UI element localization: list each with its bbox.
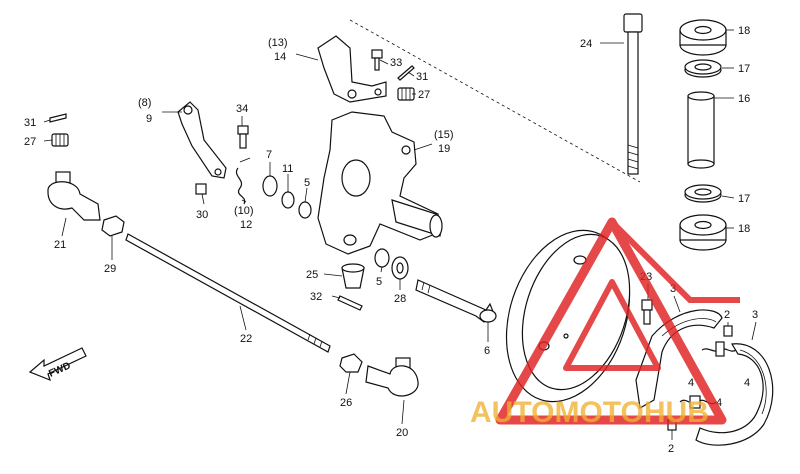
cotter-pin-31-left bbox=[49, 113, 67, 123]
label-6: 6 bbox=[484, 345, 490, 357]
castle-nut-27-left bbox=[51, 133, 69, 147]
label-27-left: 27 bbox=[24, 136, 36, 148]
bolt-24 bbox=[623, 13, 643, 175]
brake-arm-9 bbox=[177, 101, 227, 179]
label-24: 24 bbox=[580, 38, 592, 50]
label-17-bottom: 17 bbox=[738, 193, 750, 205]
label-13: (13) bbox=[268, 37, 288, 49]
label-7: 7 bbox=[266, 149, 272, 161]
brake-cam-6 bbox=[415, 279, 497, 323]
bolt-33 bbox=[371, 49, 383, 71]
tie-rod-end-21 bbox=[47, 171, 101, 221]
label-15: (15) bbox=[434, 129, 454, 141]
label-32: 32 bbox=[310, 291, 322, 303]
shoe-spring-upper bbox=[701, 341, 737, 357]
label-4-right: 4 bbox=[744, 377, 750, 389]
label-14: 14 bbox=[274, 51, 286, 63]
brake-shoe-left bbox=[635, 309, 723, 409]
label-8: (8) bbox=[138, 97, 151, 109]
brake-shoe-right bbox=[695, 343, 774, 446]
bushing-25 bbox=[341, 263, 365, 289]
cotter-pin-31-top bbox=[397, 65, 415, 81]
castle-nut-27-top bbox=[397, 87, 415, 101]
callout-labels: (13) 14 33 31 27 24 18 17 16 (8) 9 34 31… bbox=[24, 25, 758, 455]
pin-2-upper bbox=[723, 325, 733, 337]
label-4-lower: 4 bbox=[716, 397, 722, 409]
nut-30 bbox=[195, 183, 207, 195]
tie-rod-22 bbox=[125, 233, 331, 353]
washer-7 bbox=[262, 175, 278, 197]
spring-12 bbox=[236, 157, 251, 205]
label-31-left: 31 bbox=[24, 117, 36, 129]
label-17-top: 17 bbox=[738, 63, 750, 75]
bushing-18-top bbox=[679, 19, 727, 56]
label-18-bottom: 18 bbox=[738, 223, 750, 235]
steering-knuckle-19 bbox=[317, 111, 443, 255]
washer-28-hole bbox=[396, 262, 404, 274]
label-28: 28 bbox=[394, 293, 406, 305]
pin-32 bbox=[337, 295, 363, 311]
label-31-top: 31 bbox=[416, 71, 428, 83]
label-16: 16 bbox=[738, 93, 750, 105]
washer-5-upper bbox=[298, 201, 312, 219]
label-2-upper: 2 bbox=[724, 309, 730, 321]
label-18-top: 18 bbox=[738, 25, 750, 37]
label-33: 33 bbox=[390, 57, 402, 69]
automotohub-watermark-logo bbox=[495, 217, 740, 425]
washer-17-bottom bbox=[684, 184, 722, 203]
label-5-lower: 5 bbox=[376, 276, 382, 288]
nut-26 bbox=[339, 353, 363, 373]
label-2-lower: 2 bbox=[668, 443, 674, 455]
label-26: 26 bbox=[340, 397, 352, 409]
label-3-upper: 3 bbox=[670, 283, 676, 295]
label-34: 34 bbox=[236, 103, 248, 115]
label-20: 20 bbox=[396, 427, 408, 439]
bolt-23 bbox=[641, 299, 653, 325]
bolt-34 bbox=[237, 125, 249, 149]
washer-17-top bbox=[684, 59, 722, 78]
tie-rod-end-20 bbox=[365, 357, 419, 397]
label-22: 22 bbox=[240, 333, 252, 345]
label-4-left: 4 bbox=[688, 377, 694, 389]
bushing-18-bottom bbox=[679, 214, 727, 251]
watermark-text: AUTOMOTOHUB bbox=[470, 396, 709, 429]
label-30: 30 bbox=[196, 209, 208, 221]
washer-11 bbox=[281, 191, 295, 209]
label-9: 9 bbox=[146, 113, 152, 125]
label-11: 11 bbox=[282, 163, 293, 175]
washer-5-lower bbox=[374, 248, 390, 268]
label-3-right: 3 bbox=[752, 309, 758, 321]
label-5-upper: 5 bbox=[304, 177, 310, 189]
knuckle-arm-bracket bbox=[317, 35, 387, 103]
label-27-top: 27 bbox=[418, 89, 430, 101]
label-19: 19 bbox=[438, 143, 450, 155]
forward-arrow-icon bbox=[28, 347, 87, 382]
label-10: (10) bbox=[234, 205, 254, 217]
assembly-dash-line bbox=[349, 19, 641, 183]
collar-16 bbox=[687, 91, 715, 169]
label-12: 12 bbox=[240, 219, 252, 231]
nut-29 bbox=[101, 215, 125, 237]
label-29: 29 bbox=[104, 263, 116, 275]
label-21: 21 bbox=[54, 239, 66, 251]
label-25: 25 bbox=[306, 269, 318, 281]
